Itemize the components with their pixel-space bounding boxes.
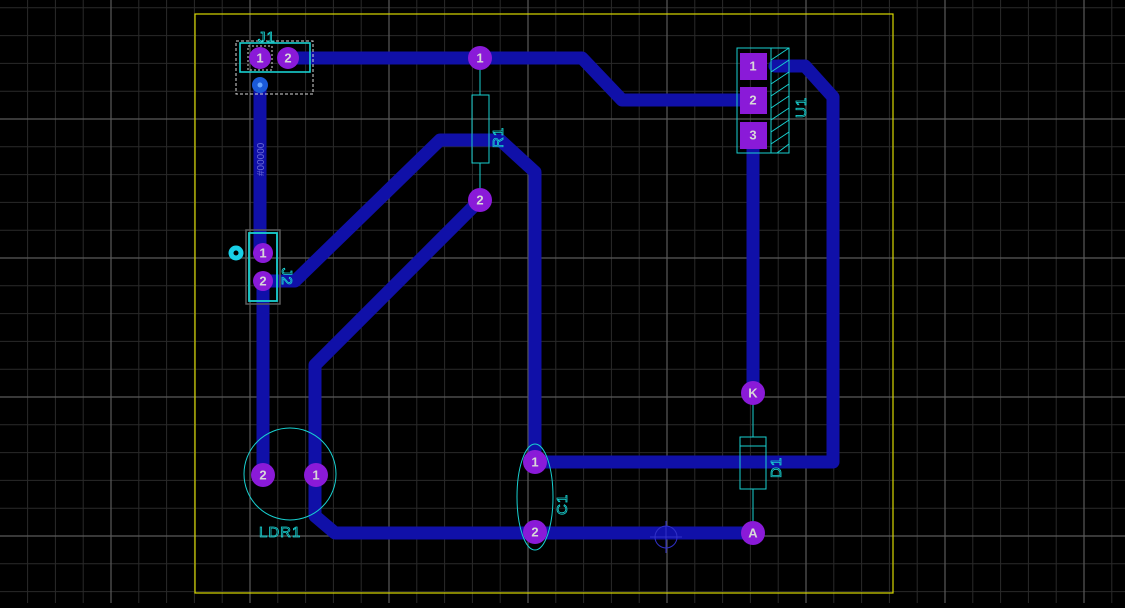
- net-label[interactable]: #00000: [256, 142, 267, 176]
- c1-designator[interactable]: C1: [554, 493, 572, 515]
- d1-designator[interactable]: D1: [768, 456, 786, 478]
- track-j2-c1[interactable]: [256, 133, 542, 469]
- crosshair-cursor-icon: [650, 521, 682, 553]
- u1-pad-2-label: 2: [749, 93, 756, 108]
- j2-designator[interactable]: J2: [278, 268, 296, 287]
- j2-pad-2-label: 2: [259, 274, 266, 289]
- j1-designator[interactable]: J1: [258, 29, 276, 47]
- j1-pad1-box: [247, 45, 273, 71]
- c1-body[interactable]: [516, 443, 554, 551]
- j1-pad-1-label: 1: [256, 51, 263, 66]
- board-outline[interactable]: [194, 13, 894, 594]
- c1-pad-2-label: 2: [531, 525, 538, 540]
- via-j2-hole: [233, 250, 239, 256]
- c1-pad-2[interactable]: 2: [523, 520, 547, 544]
- j1-pad-2[interactable]: 2: [277, 47, 299, 69]
- pads: 1 2 1 2 1 2 3 1: [249, 46, 767, 545]
- r1-pad-2-label: 2: [476, 193, 483, 208]
- j1-pad-1[interactable]: 1: [249, 47, 271, 69]
- u1-body[interactable]: [736, 47, 790, 154]
- d1-pad-k-label: K: [748, 386, 758, 401]
- j1-body[interactable]: [239, 42, 311, 73]
- r1-pad-1-label: 1: [476, 51, 483, 66]
- u1-pad-3[interactable]: 3: [740, 122, 767, 149]
- c1-pad-1[interactable]: 1: [523, 450, 547, 474]
- j2-pad-1-label: 1: [259, 246, 266, 261]
- u1-pad-1-label: 1: [749, 59, 756, 74]
- via-j1-hole: [257, 82, 263, 88]
- track-r1-ldr[interactable]: [308, 193, 487, 482]
- ldr1-pad-1-label: 1: [312, 468, 319, 483]
- c1-pad-1-label: 1: [531, 455, 538, 470]
- d1-pad-a[interactable]: A: [741, 521, 765, 545]
- u1-designator[interactable]: U1: [793, 96, 811, 118]
- u1-hatch: [770, 47, 790, 154]
- ldr1-body[interactable]: [243, 427, 337, 521]
- u1-pad-2[interactable]: 2: [740, 87, 767, 114]
- j2-body[interactable]: [248, 232, 278, 302]
- u1-pad-3-label: 3: [749, 128, 756, 143]
- r1-designator[interactable]: R1: [490, 126, 508, 148]
- j2-highlight: [245, 229, 281, 305]
- j2-pad-1[interactable]: 1: [253, 243, 273, 263]
- j2-pad-2[interactable]: 2: [253, 271, 273, 291]
- ldr1-pad-1[interactable]: 1: [304, 463, 328, 487]
- designators: J1 R1 U1 J2 LDR1 C1 D1 #00000: [256, 29, 811, 542]
- vias: [228, 77, 268, 261]
- d1-pad-a-label: A: [748, 526, 758, 541]
- d1-pad-k[interactable]: K: [741, 381, 765, 405]
- track-r1-u1[interactable]: [473, 51, 760, 107]
- r1-pad-2[interactable]: 2: [468, 188, 492, 212]
- silkscreen: [235, 40, 790, 551]
- ldr1-pad-2-label: 2: [259, 468, 266, 483]
- r1-pad-1[interactable]: 1: [468, 46, 492, 70]
- j1-pad-2-label: 2: [284, 51, 291, 66]
- ldr1-designator[interactable]: LDR1: [259, 524, 301, 542]
- track-u1-d1-right[interactable]: [746, 59, 840, 469]
- ldr1-pad-2[interactable]: 2: [251, 463, 275, 487]
- u1-pad-1[interactable]: 1: [740, 53, 767, 80]
